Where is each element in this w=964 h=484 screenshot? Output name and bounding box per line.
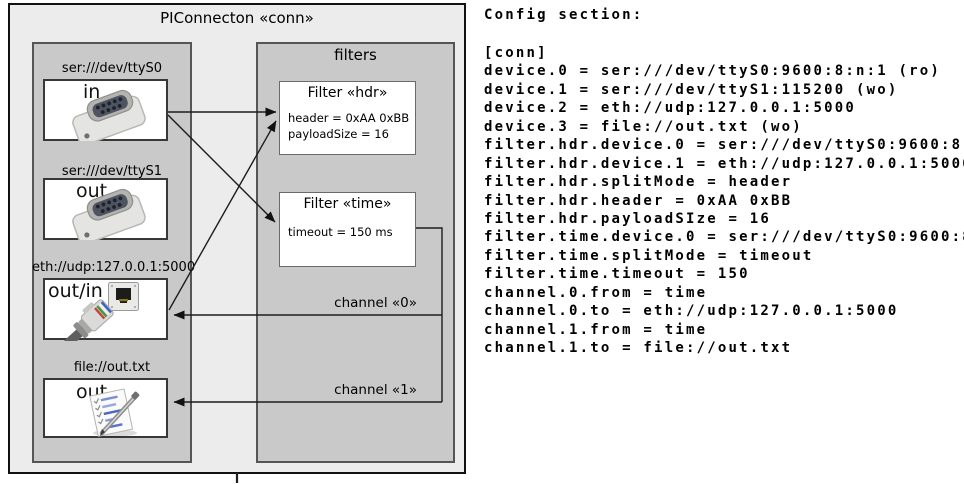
device-box-file: out — [43, 378, 168, 438]
filter-hdr-title: Filter «hdr» — [307, 85, 388, 101]
config-line: [conn] — [484, 45, 548, 61]
device-label-ttys0: ser:///dev/ttyS0 — [61, 61, 163, 76]
config-line: device.2 = eth://udp:127.0.0.1:5000 — [484, 100, 857, 117]
device-label-eth: eth://udp:127.0.0.1:5000 — [32, 260, 196, 275]
serial-connector-icon — [72, 188, 146, 240]
config-line: filter.hdr.device.0 = ser:///dev/ttyS0:9… — [484, 137, 964, 154]
config-line: channel.0.from = time — [484, 284, 708, 301]
filter-param: header = 0xAA 0xBB — [288, 111, 410, 125]
config-line: filter.time.splitMode = timeout — [484, 247, 814, 264]
config-line: filter.hdr.payloadSIze = 16 — [484, 210, 771, 227]
config-line: filter.hdr.device.1 = eth://udp:127.0.0.… — [484, 155, 964, 172]
config-line: channel.1.to = file://out.txt — [484, 340, 793, 356]
config-line: filter.time.timeout = 150 — [484, 266, 750, 283]
serial-connector-icon — [72, 89, 146, 141]
filter-box-time: Filter «time» timeout = 150 ms — [279, 192, 416, 267]
filter-param: payloadSize = 16 — [288, 127, 389, 141]
filter-time-title: Filter «time» — [303, 196, 392, 212]
device-direction: out/in — [48, 280, 103, 302]
config-line: filter.hdr.header = 0xAA 0xBB — [484, 192, 793, 209]
config-line: filter.time.device.0 = ser:///dev/ttyS0:… — [484, 229, 964, 246]
ethernet-plug-icon — [63, 299, 114, 341]
device-box-ttys0: in — [43, 79, 168, 141]
channel-0-label: channel «0» — [334, 295, 417, 311]
device-direction: in — [83, 81, 101, 103]
filter-hdr-params: header = 0xAA 0xBB payloadSize = 16 — [288, 110, 409, 142]
device-direction: out — [76, 180, 108, 202]
device-label-file: file://out.txt — [73, 360, 151, 375]
config-line: channel.1.from = time — [484, 321, 708, 338]
ethernet-port-icon — [108, 282, 139, 311]
config-text: [conn] device.0 = ser:///dev/ttyS0:9600:… — [484, 44, 964, 357]
config-line: device.3 = file://out.txt (wo) — [484, 118, 803, 135]
notepad-pen-icon — [89, 388, 140, 437]
filter-box-hdr: Filter «hdr» header = 0xAA 0xBB payloadS… — [279, 81, 416, 155]
filters-panel-title: filters — [334, 46, 377, 64]
config-line: device.1 = ser:///dev/ttyS1:115200 (wo) — [484, 81, 899, 98]
diagram-title: PIConnecton «conn» — [160, 9, 314, 27]
device-label-ttys1: ser:///dev/ttyS1 — [61, 164, 163, 179]
device-box-ttys1: out — [43, 178, 168, 240]
config-line: channel.0.to = eth://udp:127.0.0.1:5000 — [484, 303, 899, 320]
channel-1-label: channel «1» — [334, 382, 417, 398]
config-line: filter.hdr.splitMode = header — [484, 174, 793, 191]
config-heading: Config section: — [484, 7, 644, 23]
config-line: device.0 = ser:///dev/ttyS0:9600:8:n:1 (… — [484, 63, 942, 80]
device-box-eth: out/in — [43, 278, 168, 341]
filter-param: timeout = 150 ms — [288, 225, 393, 239]
filter-time-params: timeout = 150 ms — [288, 224, 393, 240]
